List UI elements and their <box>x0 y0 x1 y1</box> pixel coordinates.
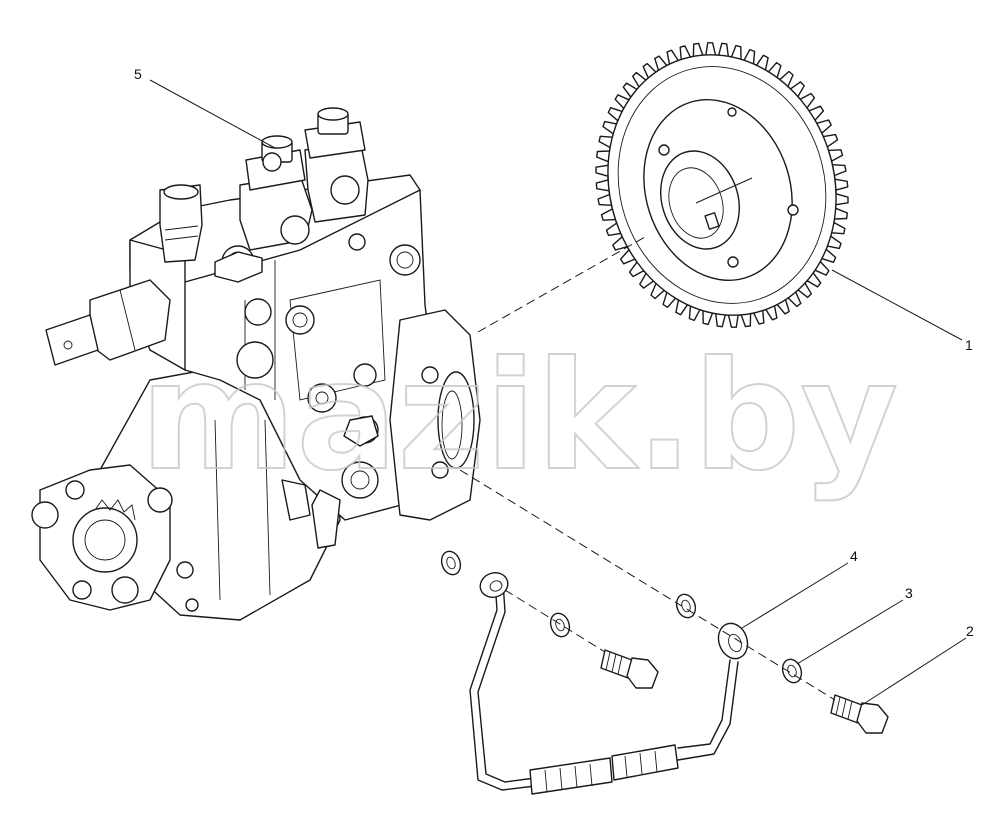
callout-4: 4 <box>850 548 858 564</box>
fuel-line-assembly <box>469 572 749 795</box>
fitting-axis-line <box>459 469 836 701</box>
watermark: mazik.by <box>140 330 898 504</box>
leader-1 <box>831 269 963 341</box>
leader-3 <box>796 599 904 665</box>
drive-gear <box>595 42 849 328</box>
callout-3: 3 <box>905 585 913 601</box>
leader-4 <box>741 562 849 629</box>
leader-5 <box>149 79 276 149</box>
high-pressure-outlets <box>214 107 369 283</box>
leader-2 <box>861 637 967 706</box>
lower-fitting-axis-line <box>504 589 606 653</box>
callout-1: 1 <box>965 337 973 353</box>
gear-axis-line <box>477 236 646 333</box>
callout-2: 2 <box>966 623 974 639</box>
callout-5: 5 <box>134 66 142 82</box>
banjo-bolts <box>600 649 889 734</box>
